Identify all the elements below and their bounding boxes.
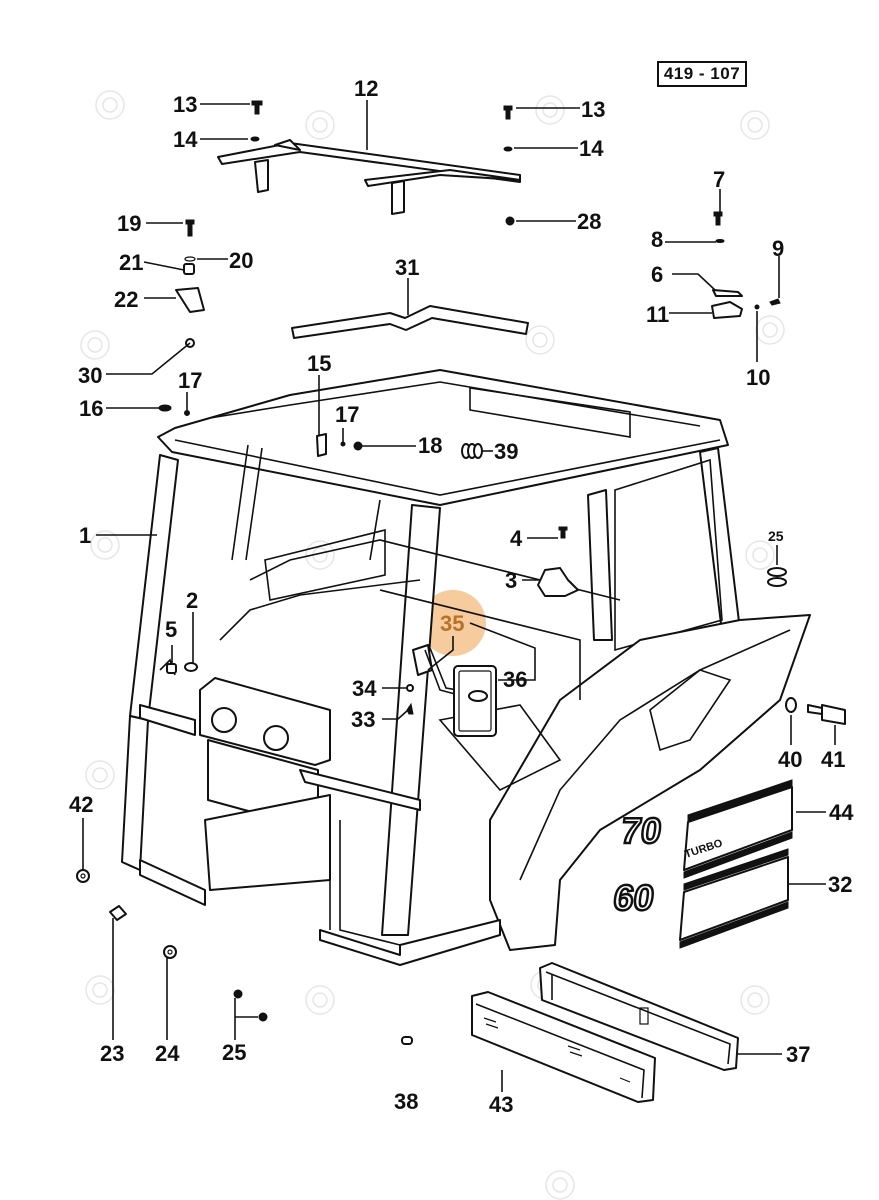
callout-42[interactable]: 42 bbox=[69, 792, 93, 817]
watermark-logo bbox=[85, 760, 115, 790]
small-hardware-bottom-left bbox=[76, 869, 413, 1045]
watermark-logo bbox=[745, 540, 775, 570]
diagram-reference-code: 419 - 107 bbox=[657, 61, 747, 87]
watermark-logo bbox=[740, 110, 770, 140]
callout-10[interactable]: 10 bbox=[746, 365, 770, 390]
callout-2[interactable]: 2 bbox=[186, 588, 198, 613]
part-43-lamp-lens bbox=[471, 991, 656, 1103]
leader-lines bbox=[82, 100, 836, 1092]
part-44-turbo-70-badge: TURBO 70 bbox=[617, 779, 793, 879]
watermark-logo bbox=[525, 325, 555, 355]
watermark-logo bbox=[740, 985, 770, 1015]
callout-38[interactable]: 38 bbox=[394, 1089, 418, 1114]
small-hardware-dash bbox=[166, 662, 414, 715]
callout-14[interactable]: 14 bbox=[173, 127, 198, 152]
part-37-lamp-housing bbox=[539, 962, 739, 1071]
watermarks bbox=[80, 90, 785, 1200]
part-12-roof-bracket bbox=[217, 139, 521, 215]
part-3-hinge bbox=[537, 526, 579, 597]
callout-35[interactable]: 35 bbox=[440, 611, 464, 636]
callout-22[interactable]: 22 bbox=[114, 287, 138, 312]
callout-28[interactable]: 28 bbox=[577, 209, 601, 234]
highlight-marker-35 bbox=[420, 590, 486, 656]
callout-labels: 13 14 12 13 14 28 19 21 20 22 31 7 8 9 6… bbox=[69, 76, 854, 1117]
part-15-bracket bbox=[316, 433, 363, 457]
watermark-logo bbox=[545, 1170, 575, 1200]
watermark-logo bbox=[755, 315, 785, 345]
watermark-logo bbox=[535, 95, 565, 125]
callout-13[interactable]: 13 bbox=[581, 97, 605, 122]
watermark-logo bbox=[305, 985, 335, 1015]
callout-30[interactable]: 30 bbox=[78, 363, 102, 388]
callout-20[interactable]: 20 bbox=[229, 248, 253, 273]
part-32-60-badge: 60 bbox=[610, 848, 789, 949]
callout-11[interactable]: 11 bbox=[646, 302, 669, 327]
callout-19[interactable]: 19 bbox=[117, 211, 141, 236]
callout-33[interactable]: 33 bbox=[351, 707, 375, 732]
callout-7[interactable]: 7 bbox=[713, 167, 725, 192]
watermark-logo bbox=[90, 530, 120, 560]
callout-43[interactable]: 43 bbox=[489, 1092, 513, 1117]
callout-34[interactable]: 34 bbox=[352, 676, 377, 701]
callout-23[interactable]: 23 bbox=[100, 1041, 124, 1066]
callout-41[interactable]: 41 bbox=[821, 747, 845, 772]
small-hardware-right bbox=[767, 567, 846, 725]
callout-40[interactable]: 40 bbox=[778, 747, 802, 772]
callout-25[interactable]: 25 bbox=[768, 528, 784, 544]
callout-12[interactable]: 12 bbox=[354, 76, 378, 101]
watermark-logo bbox=[305, 110, 335, 140]
callout-1[interactable]: 1 bbox=[79, 523, 91, 548]
turbo-badge-number: 70 bbox=[618, 810, 664, 851]
callout-14[interactable]: 14 bbox=[579, 136, 604, 161]
part-1-cab-frame bbox=[121, 369, 811, 966]
callout-9[interactable]: 9 bbox=[772, 236, 784, 261]
callout-3[interactable]: 3 bbox=[505, 568, 517, 593]
callout-44[interactable]: 44 bbox=[829, 800, 854, 825]
watermark-logo bbox=[95, 90, 125, 120]
callout-18[interactable]: 18 bbox=[418, 433, 442, 458]
callout-31[interactable]: 31 bbox=[395, 255, 419, 280]
part-36-mirror bbox=[412, 644, 497, 737]
callout-25[interactable]: 25 bbox=[222, 1040, 246, 1065]
callout-8[interactable]: 8 bbox=[651, 227, 663, 252]
callout-36[interactable]: 36 bbox=[503, 667, 527, 692]
small-hardware-top-right bbox=[503, 105, 781, 319]
part-31-seal-strip bbox=[291, 305, 529, 339]
callout-24[interactable]: 24 bbox=[155, 1041, 180, 1066]
callout-16[interactable]: 16 bbox=[79, 396, 103, 421]
callout-21[interactable]: 21 bbox=[119, 250, 143, 275]
part-39-bellows bbox=[461, 443, 483, 459]
callout-37[interactable]: 37 bbox=[786, 1042, 810, 1067]
watermark-logo bbox=[80, 330, 110, 360]
callout-6[interactable]: 6 bbox=[651, 262, 663, 287]
callout-39[interactable]: 39 bbox=[494, 439, 518, 464]
callout-13[interactable]: 13 bbox=[173, 92, 197, 117]
callout-15[interactable]: 15 bbox=[307, 351, 331, 376]
callout-17[interactable]: 17 bbox=[178, 368, 202, 393]
callout-5[interactable]: 5 bbox=[165, 617, 177, 642]
small-hardware-top-left bbox=[158, 100, 263, 416]
model-60-badge-number: 60 bbox=[611, 877, 657, 918]
callout-4[interactable]: 4 bbox=[510, 526, 523, 551]
callout-17[interactable]: 17 bbox=[335, 402, 359, 427]
callout-32[interactable]: 32 bbox=[828, 872, 852, 897]
watermark-logo bbox=[85, 975, 115, 1005]
